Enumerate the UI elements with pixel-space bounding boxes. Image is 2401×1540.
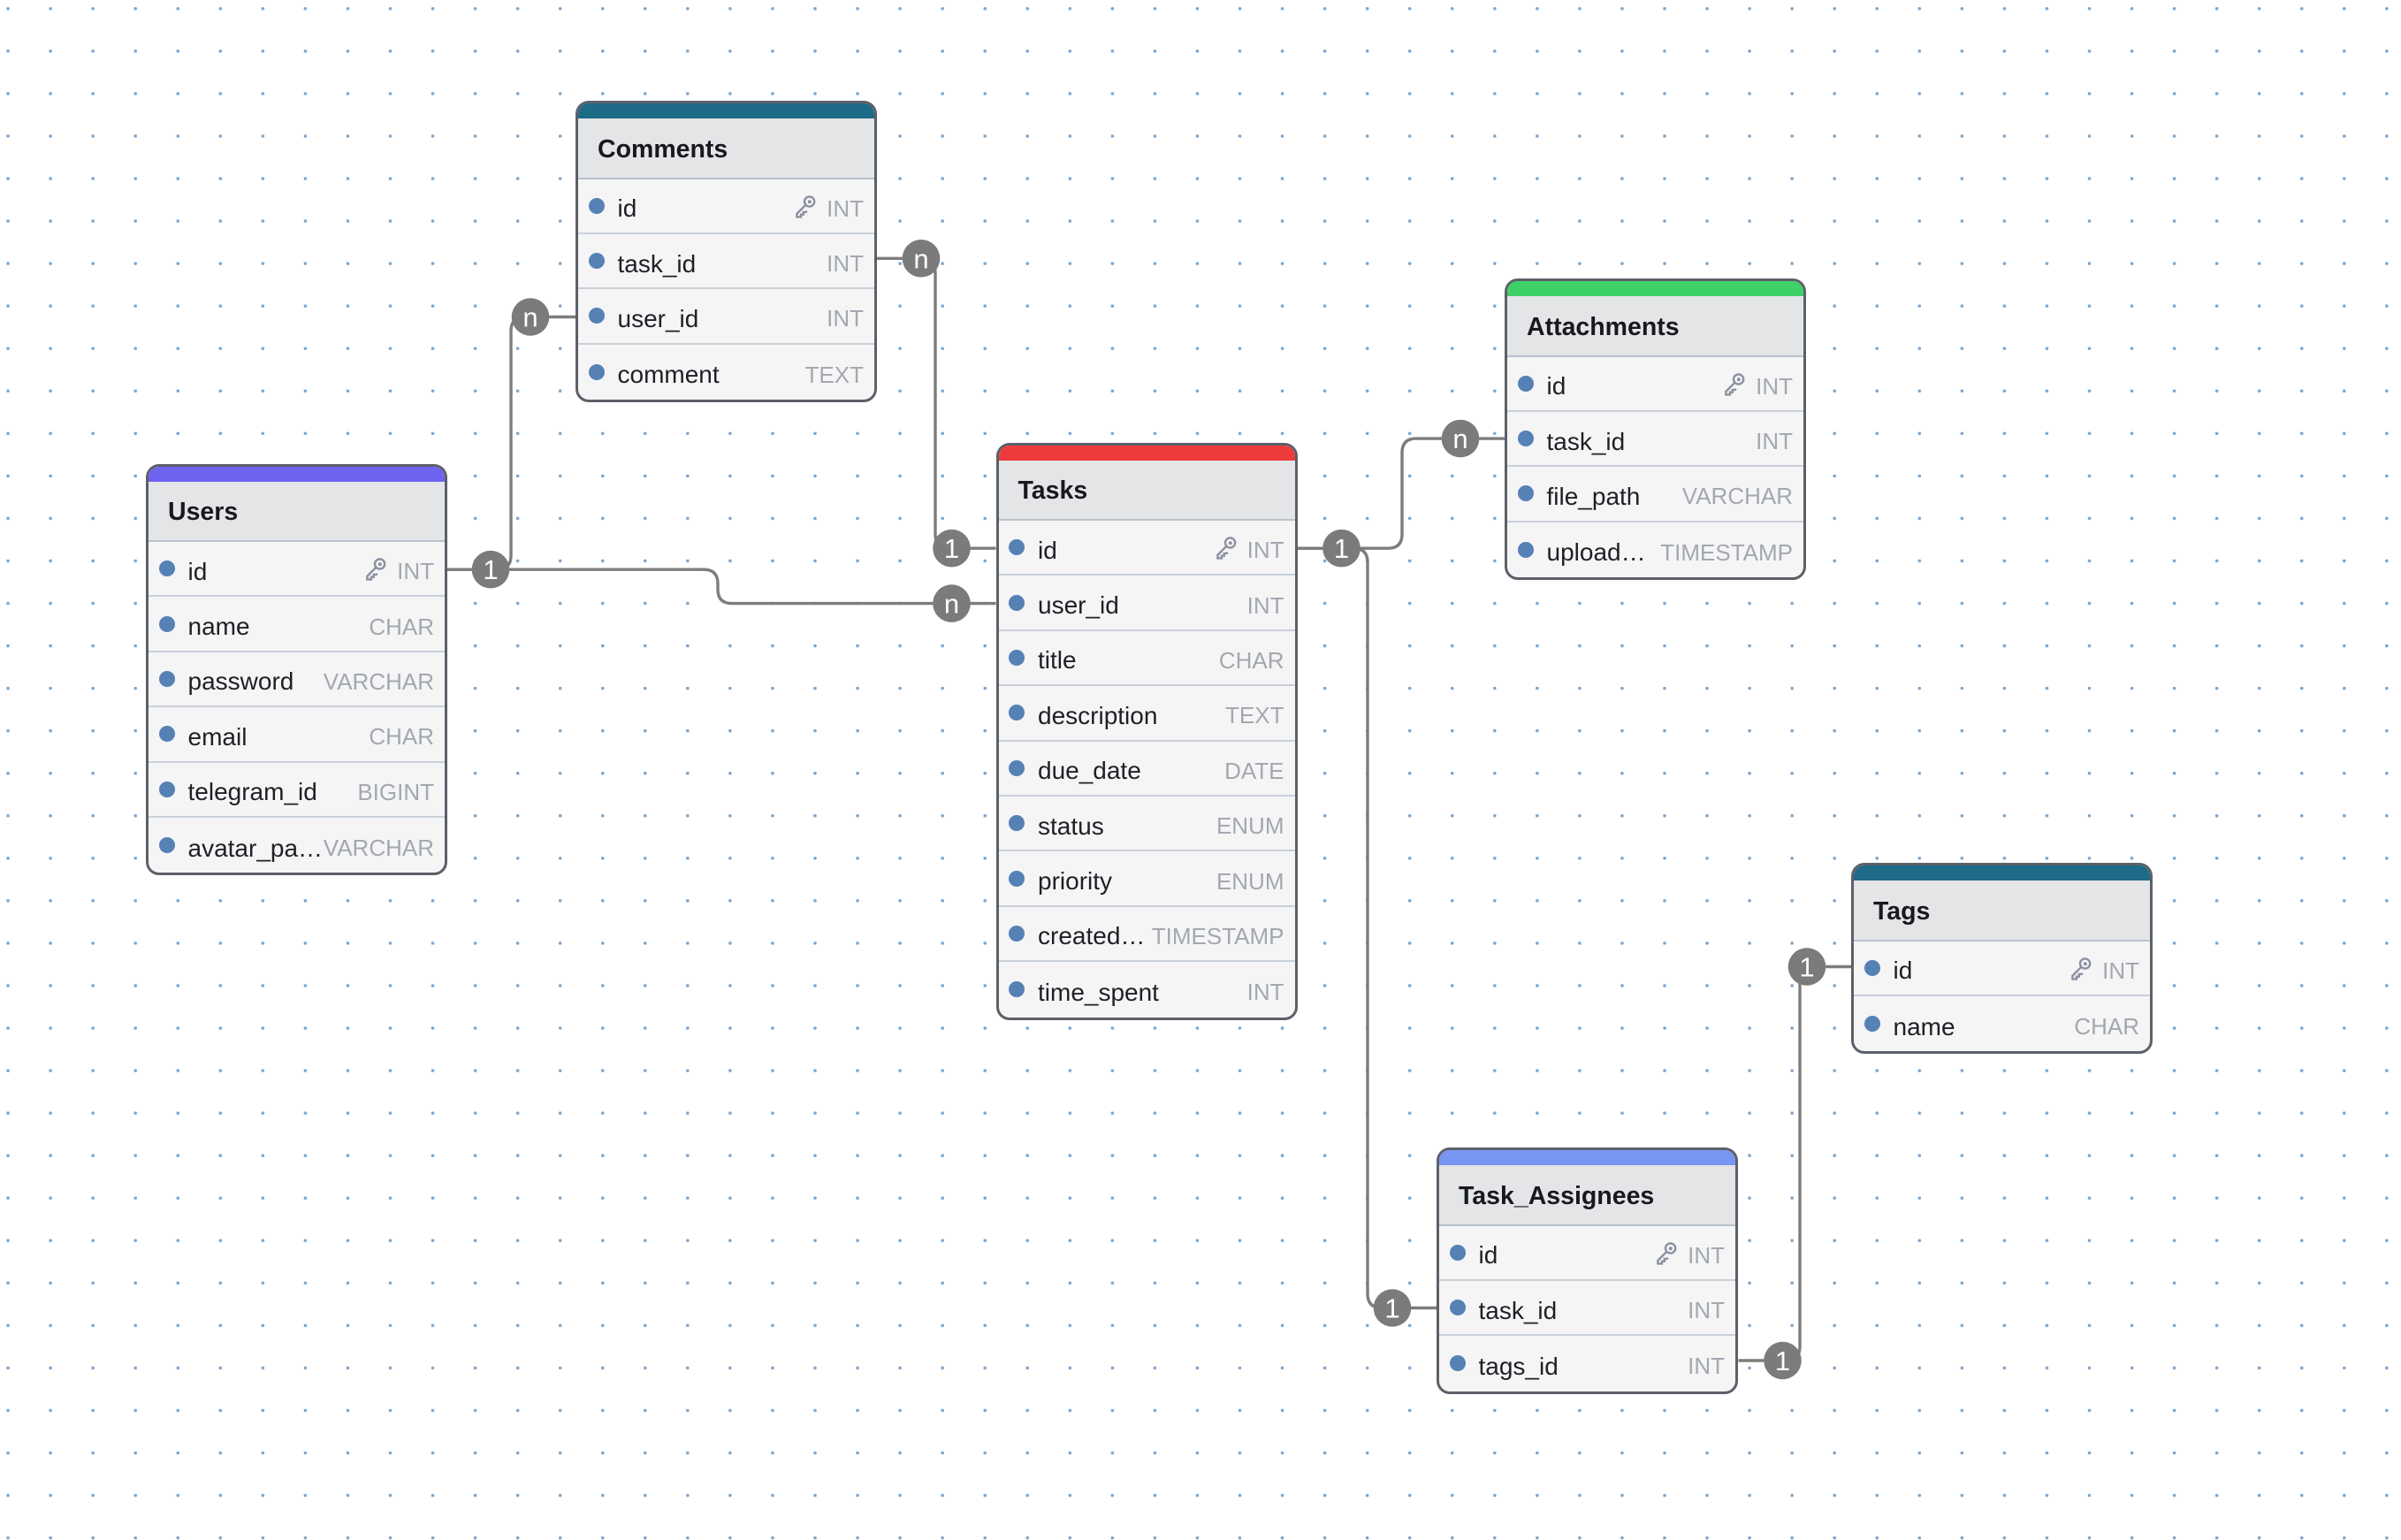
svg-text:1: 1 (1334, 533, 1349, 564)
svg-text:n: n (1452, 423, 1467, 454)
svg-text:1: 1 (483, 554, 498, 585)
svg-text:1: 1 (1775, 1346, 1790, 1376)
svg-text:1: 1 (1384, 1293, 1399, 1324)
svg-text:1: 1 (944, 533, 959, 564)
svg-text:n: n (944, 589, 959, 620)
svg-text:1: 1 (1799, 952, 1814, 983)
svg-text:n: n (913, 243, 928, 274)
svg-text:n: n (522, 302, 537, 333)
